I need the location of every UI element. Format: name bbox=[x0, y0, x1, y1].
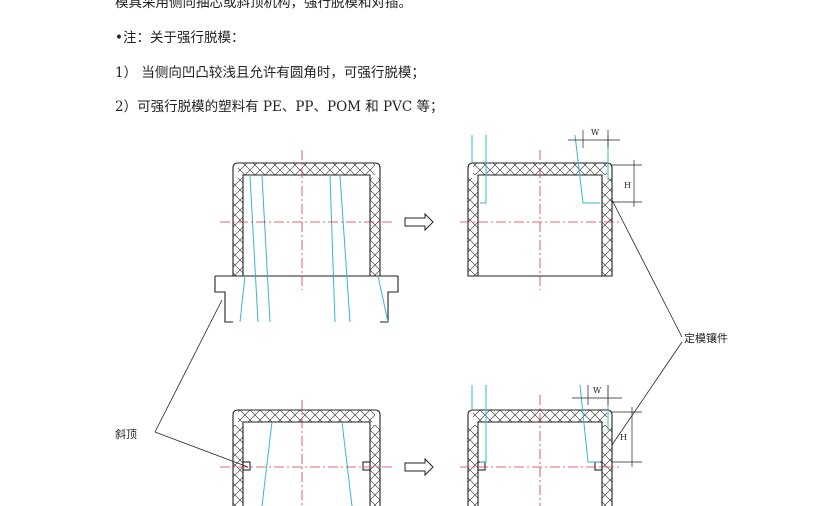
dimension-w-bottom bbox=[572, 385, 622, 405]
note-heading: •注：关于强行脱模： bbox=[115, 30, 245, 46]
dimension-h-top bbox=[612, 160, 642, 207]
arrow-bottom bbox=[404, 457, 434, 477]
core-lines-bottom-left bbox=[261, 421, 353, 506]
core-lines-top-right bbox=[471, 134, 609, 204]
part-bottom-left bbox=[232, 409, 381, 506]
note-item-2: 2）可强行脱模的塑料有 PE、PP、POM 和 PVC 等； bbox=[115, 99, 444, 115]
dimension-w-top bbox=[568, 130, 620, 148]
center-lines-bottom-left bbox=[220, 400, 392, 506]
fixed-mold-insert-label: 定模镶件 bbox=[684, 332, 728, 345]
dim-label-h-top: H bbox=[624, 181, 631, 190]
text-line-0: 模具采用侧向抽芯或斜顶机构，强行脱模和对插。 bbox=[115, 0, 412, 11]
dimension-h-bottom bbox=[612, 407, 642, 467]
part-top-left bbox=[214, 162, 399, 323]
arrow-top bbox=[404, 212, 434, 232]
dim-label-w-bottom: W bbox=[593, 386, 602, 395]
dim-label-h-bottom: H bbox=[620, 433, 627, 442]
center-lines-bottom-right bbox=[460, 395, 622, 506]
lifter-label: 斜顶 bbox=[115, 428, 137, 441]
center-lines-top-left bbox=[220, 150, 392, 290]
note-item-1: 1） 当侧向凹凸较浅且允许有圆角时，可强行脱模； bbox=[115, 65, 425, 81]
core-lines-top-left bbox=[239, 175, 389, 323]
leader-lines bbox=[154, 199, 683, 468]
dim-label-w-top: W bbox=[591, 128, 600, 137]
center-lines-top-right bbox=[460, 150, 622, 290]
